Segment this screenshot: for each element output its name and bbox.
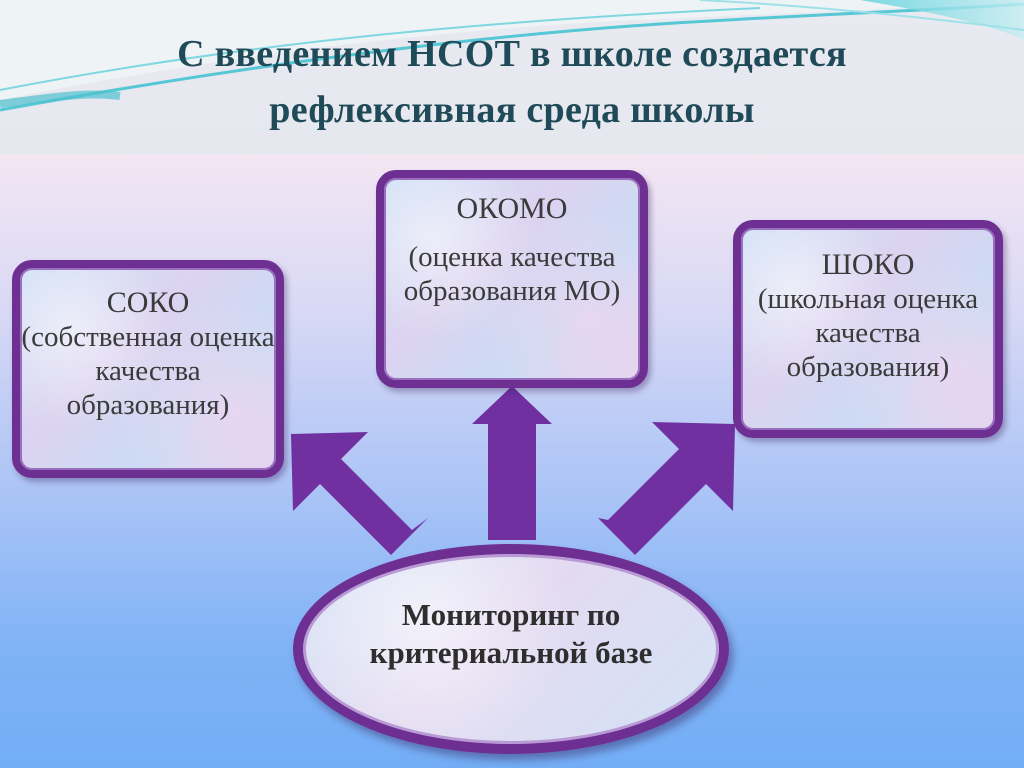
soko-description: (собственная оценка качества образования… [21, 321, 275, 421]
title-line-2: рефлексивная среда школы [269, 89, 755, 131]
monitoring-ellipse: Мониторинг по критериальной базе [293, 544, 729, 754]
shoko-title: ШОКО [821, 248, 915, 281]
okomo-box: ОКОМО (оценка качества образования МО) [376, 170, 648, 388]
okomo-title: ОКОМО [456, 192, 568, 225]
slide-header: С введением НСОТ в школе создается рефле… [0, 0, 1024, 155]
header-wave-decoration [0, 0, 1024, 112]
soko-title: СОКО [106, 286, 190, 319]
arrow-to-okomo [472, 386, 552, 540]
soko-box: СОКО (собственная оценка качества образо… [12, 260, 284, 478]
arrow-to-shoko [598, 422, 735, 555]
slide-title: С введением НСОТ в школе создается рефле… [0, 26, 1024, 138]
okomo-description: (оценка качества образования МО) [403, 241, 621, 307]
shoko-box: ШОКО (школьная оценка качества образован… [733, 220, 1003, 438]
arrow-to-soko [291, 432, 428, 555]
monitoring-text: Мониторинг по критериальной базе [369, 597, 653, 670]
title-line-1: С введением НСОТ в школе создается [177, 33, 847, 75]
shoko-description: (школьная оценка качества образования) [757, 283, 979, 383]
